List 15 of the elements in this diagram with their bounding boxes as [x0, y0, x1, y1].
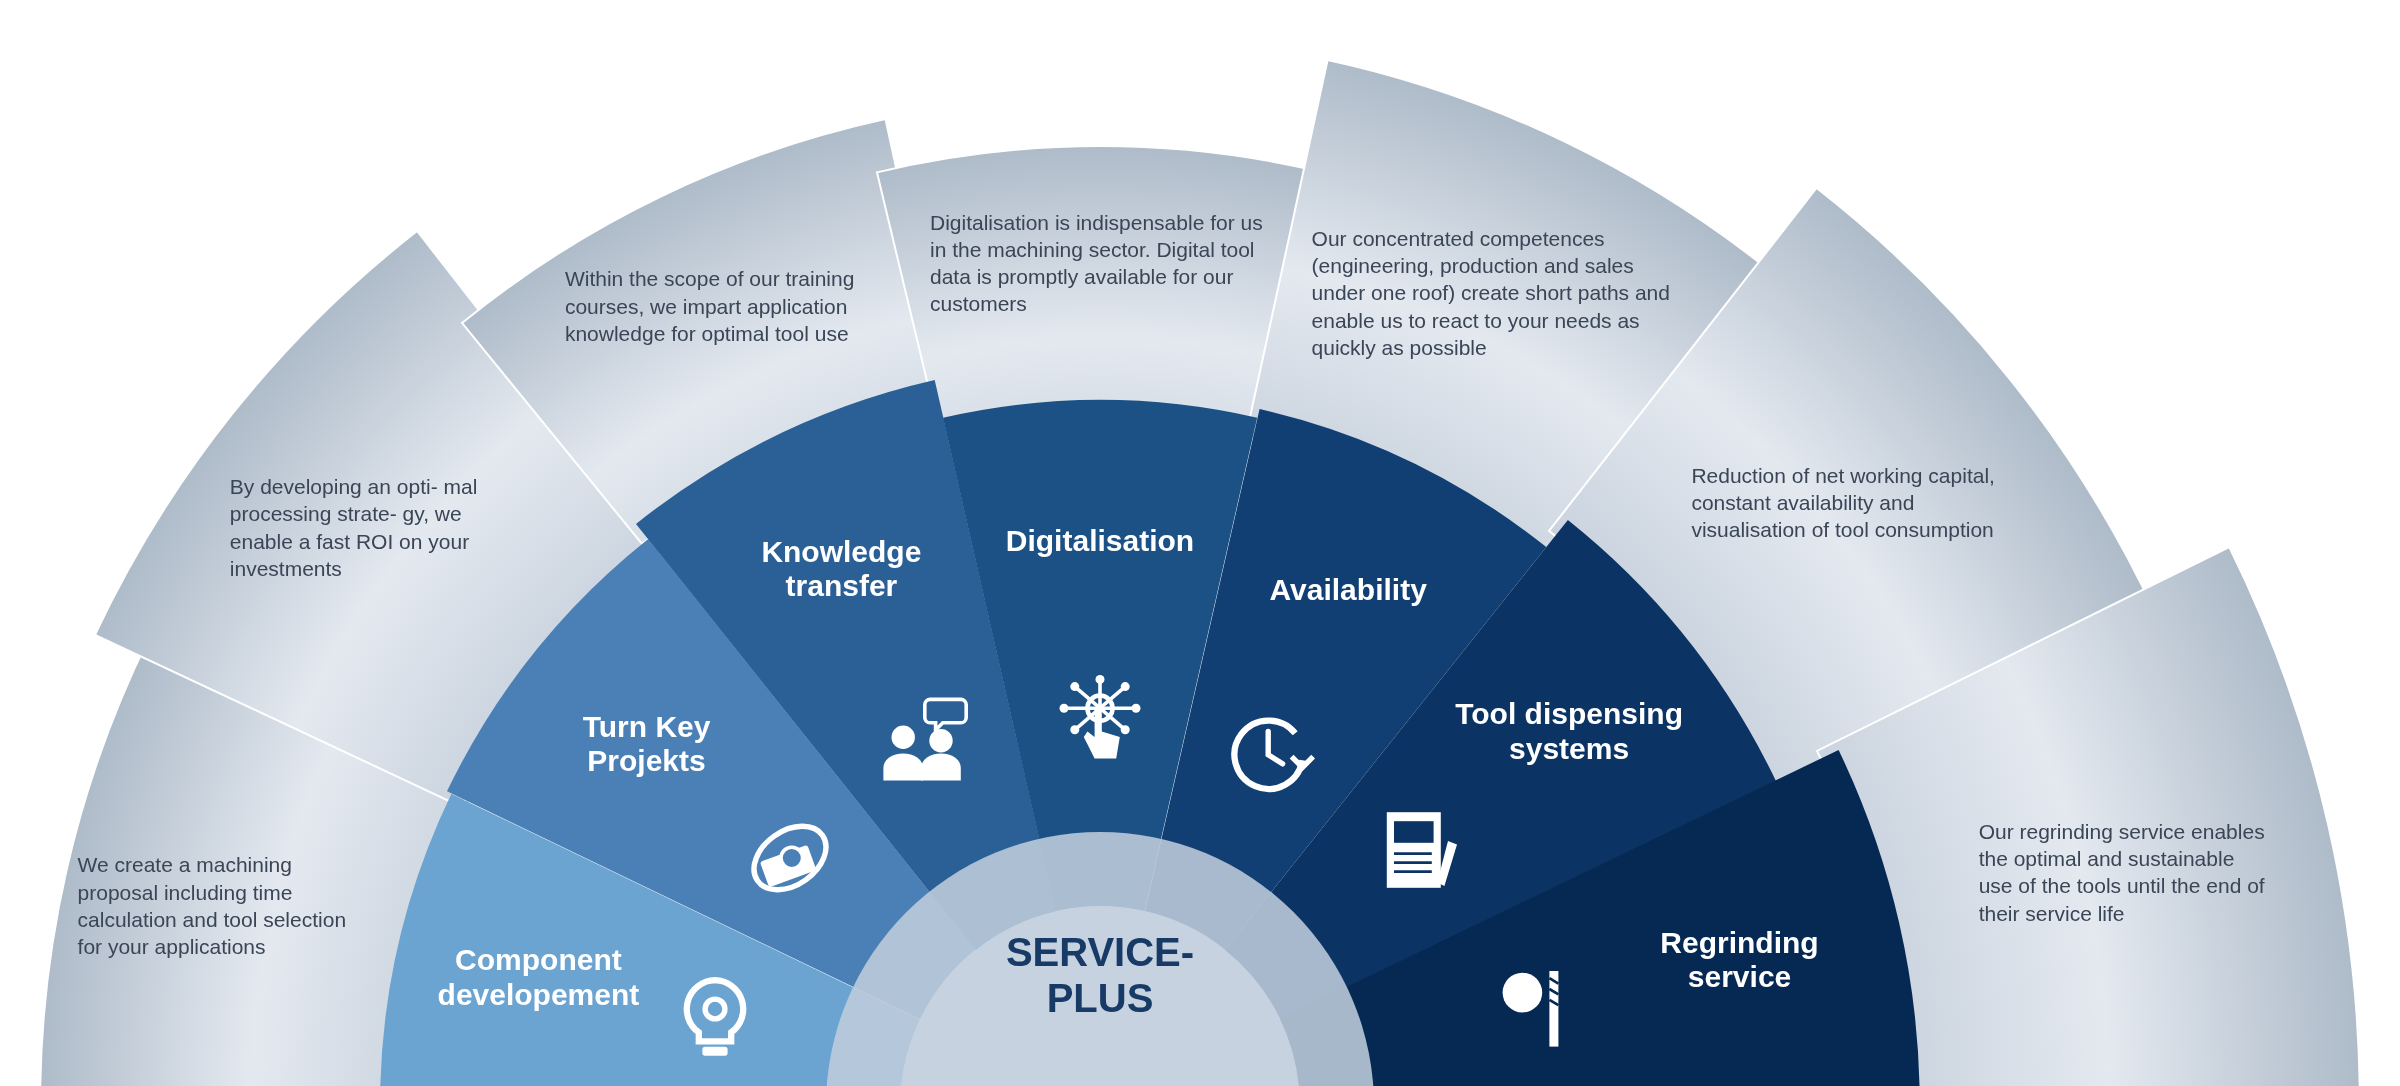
segment-title: Availability	[1268, 573, 1428, 608]
segment-title: Component developement	[436, 943, 641, 1013]
description-text: Our regrinding service enables the optimal and sustainable use of the tools until the end of their service life	[1978, 818, 2266, 927]
description-text: Our concentrated competences (engineering, production and sales under one roof) create short paths and enable us to react to your needs as quickly as possible	[1311, 225, 1671, 362]
description-text: Reduction of net working capital, constant availability and visualisation of tool consumption	[1691, 462, 1996, 544]
segment-title: Knowledge transfer	[760, 534, 923, 604]
segment-title: Turn Key Projekts	[581, 709, 712, 779]
center-title: SERVICE- PLUS	[1004, 929, 1196, 1021]
description-text: By developing an opti- mal processing strate- gy, we enable a fast ROI on your investments	[229, 474, 479, 583]
segment-title: Digitalisation	[1004, 523, 1196, 559]
description-text: We create a machining proposal including time calculation and tool selection for your applications	[77, 852, 348, 961]
description-text: Within the scope of our training courses, we impart application knowledge for optimal tool use	[564, 266, 856, 347]
segment-title: Tool dispensing systems	[1454, 697, 1684, 767]
segment-title: Regrinding service	[1659, 925, 1820, 995]
description-text: Digitalisation is indispensable for us in the machining sector. Digital tool data is promptly available for our customers	[930, 209, 1264, 318]
